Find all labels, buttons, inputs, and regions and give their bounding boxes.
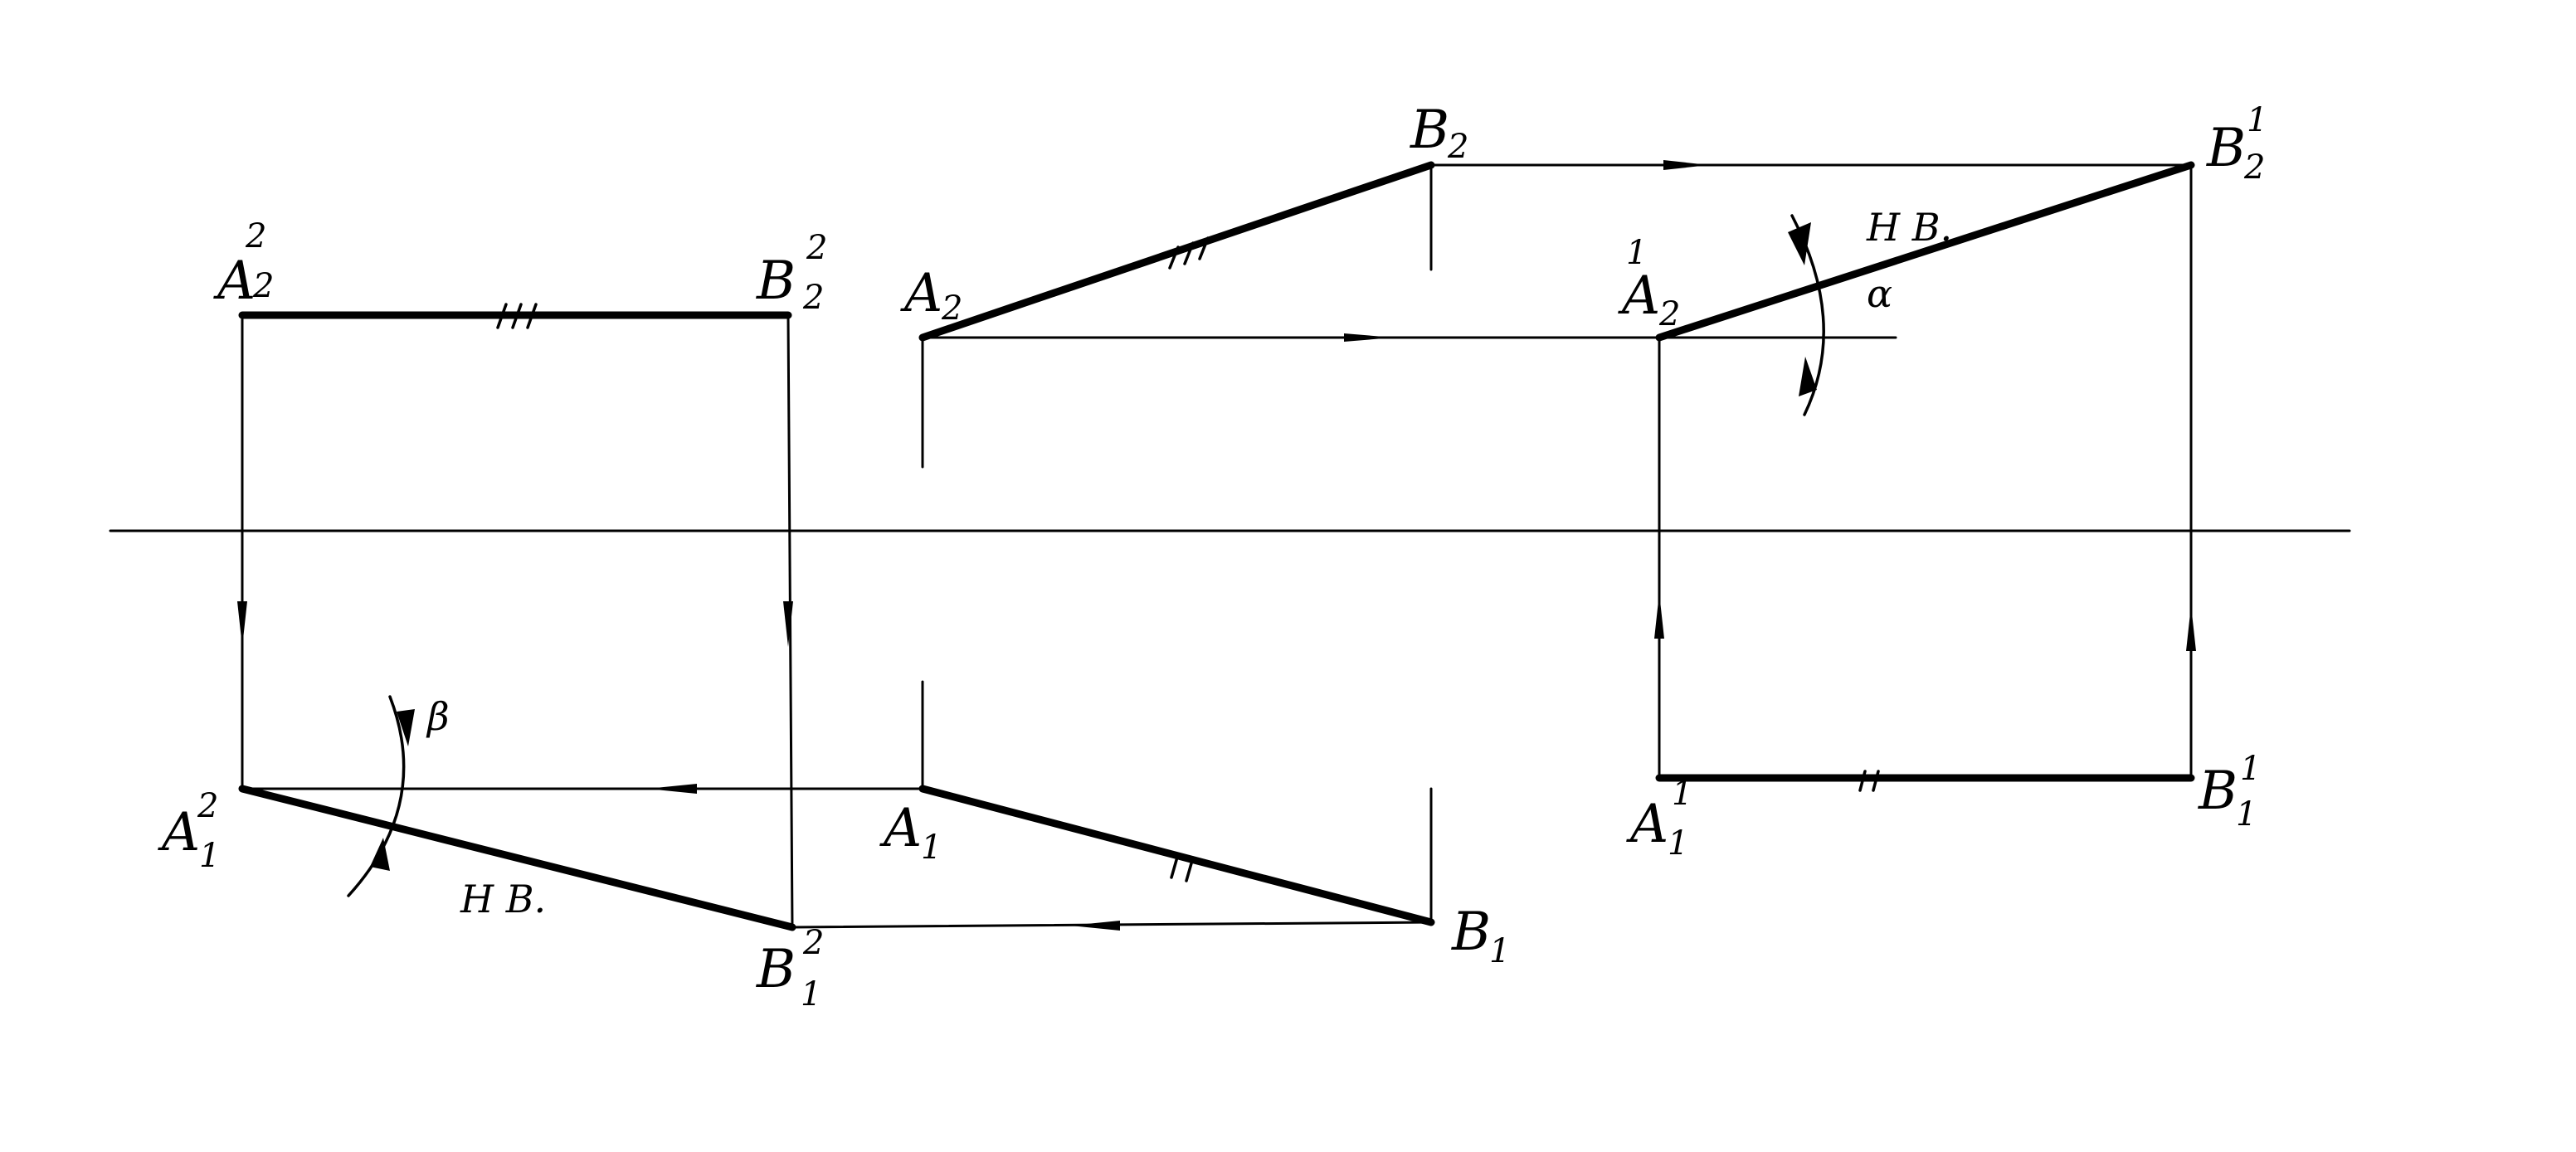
annotation-true-length-bottom: H B. [460,877,546,921]
svg-text:A: A [213,250,256,312]
svg-text:2: 2 [197,787,218,825]
link-arrow-down-B [783,601,793,647]
svg-text:A: A [900,263,942,324]
segment-A1s-B1s [238,785,796,931]
label-B1: B 1 [1451,902,1510,970]
label-A1p: A 1 1 [1626,775,1692,863]
annotation-true-length-top: H B. [1866,205,1952,250]
svg-text:1: 1 [921,829,942,867]
svg-text:A: A [158,802,200,863]
svg-text:B: B [2206,118,2246,179]
angle-alpha-arrow-bottom [1799,357,1817,396]
svg-text:1: 1 [1672,775,1692,813]
svg-text:1: 1 [2240,750,2261,788]
label-B1s: B 1 2 [756,924,824,1013]
tick-marks-triple-A2B2 [1168,236,1210,270]
label-A2p: A 2 1 [1618,234,1680,333]
label-B2p: B 2 1 [2206,101,2267,187]
svg-text:B: B [1410,100,1449,161]
svg-text:A: A [879,798,922,859]
svg-text:1: 1 [1668,824,1688,863]
segment-A2p-B2p [1655,161,2195,342]
angle-beta-arc [347,695,406,897]
link-arrow-up-B [2186,605,2196,651]
transfer-arrow-right-top [1663,160,1709,170]
tick-marks-triple-A2sB2s [496,303,538,329]
svg-text:2: 2 [941,289,962,328]
svg-text:1: 1 [801,975,821,1013]
svg-text:1: 1 [2247,101,2267,139]
link-arrow-up-A [1654,593,1664,639]
label-A2s: A 2 2 [213,217,274,312]
svg-text:2: 2 [1658,295,1680,333]
svg-text:B: B [2198,761,2238,822]
angle-alpha-arrow-top [1788,222,1811,265]
svg-text:1: 1 [1489,932,1510,970]
svg-text:2: 2 [2243,148,2265,187]
annotation-beta: β [426,694,450,739]
svg-text:B: B [756,939,796,1000]
tick-marks-double-A1B1 [1170,853,1195,882]
annotation-alpha: α [1867,271,1892,316]
link-arrow-down-A [237,601,247,647]
svg-text:A: A [1626,794,1668,855]
label-A1: A 1 [879,798,942,867]
svg-text:2: 2 [802,279,824,317]
transfer-arrow-left-bottom [1070,921,1120,931]
svg-text:1: 1 [2236,795,2257,834]
transfer-arrow-right-mid [1344,333,1394,342]
label-A2: A 2 [900,263,962,328]
angle-beta-arrow-top [397,709,415,746]
label-B2s: B 2 2 [756,229,827,317]
label-B2: B 2 [1410,100,1468,166]
svg-text:2: 2 [252,267,274,305]
transfer-arrow-left-mid [647,784,697,794]
label-B1p: B 1 1 [2198,750,2261,834]
svg-text:2: 2 [1447,128,1468,166]
tick-marks-double-A1pB1p [1858,770,1880,792]
angle-beta-arrow-bottom [370,838,390,871]
svg-text:2: 2 [245,217,266,255]
svg-text:B: B [1451,902,1491,963]
svg-text:2: 2 [802,924,824,962]
svg-text:B: B [756,250,796,312]
svg-text:1: 1 [199,837,220,875]
svg-text:2: 2 [806,229,827,267]
svg-text:A: A [1618,265,1660,327]
label-A1s: A 1 2 [158,787,220,875]
svg-text:1: 1 [1626,234,1647,272]
